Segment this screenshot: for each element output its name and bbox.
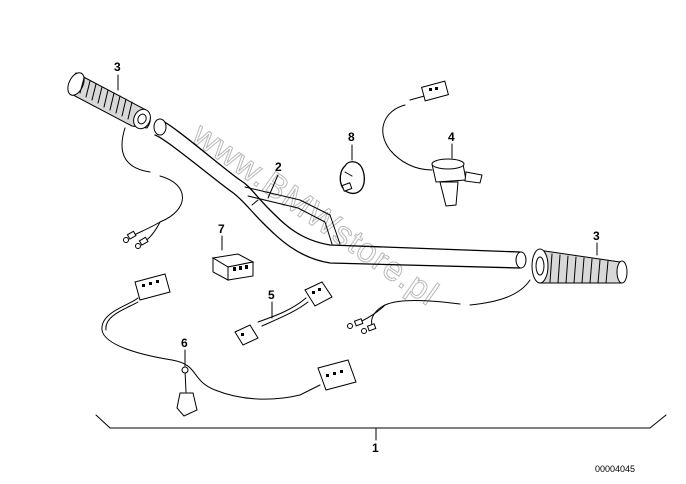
heated-grip-switch [382,80,483,207]
clip [339,161,365,195]
callout-1: 1 [372,441,379,455]
left-grip-cable [121,127,183,249]
callout-4: 4 [448,130,455,144]
callout-6: 6 [181,336,188,350]
right-heated-grip [531,248,628,284]
callout-3-right: 3 [593,229,600,243]
callout-7: 7 [218,222,225,236]
callout-5: 5 [268,288,275,302]
wiring-harness [101,273,357,400]
callout-8: 8 [348,130,355,144]
left-heated-grip [67,72,151,130]
callout-3-left: 3 [114,60,121,74]
connector-part-7 [211,253,255,281]
fuse-holder [176,366,198,417]
watermark-text: www.BMWstore.pl [185,115,446,314]
right-grip-cable [347,279,531,334]
diagram-reference-number: 00004045 [595,464,635,474]
handlebar [153,118,527,269]
callout-leaders [117,74,598,367]
adapter-lead [234,281,333,346]
callout-2: 2 [275,160,282,174]
assembly-bracket [95,414,667,441]
